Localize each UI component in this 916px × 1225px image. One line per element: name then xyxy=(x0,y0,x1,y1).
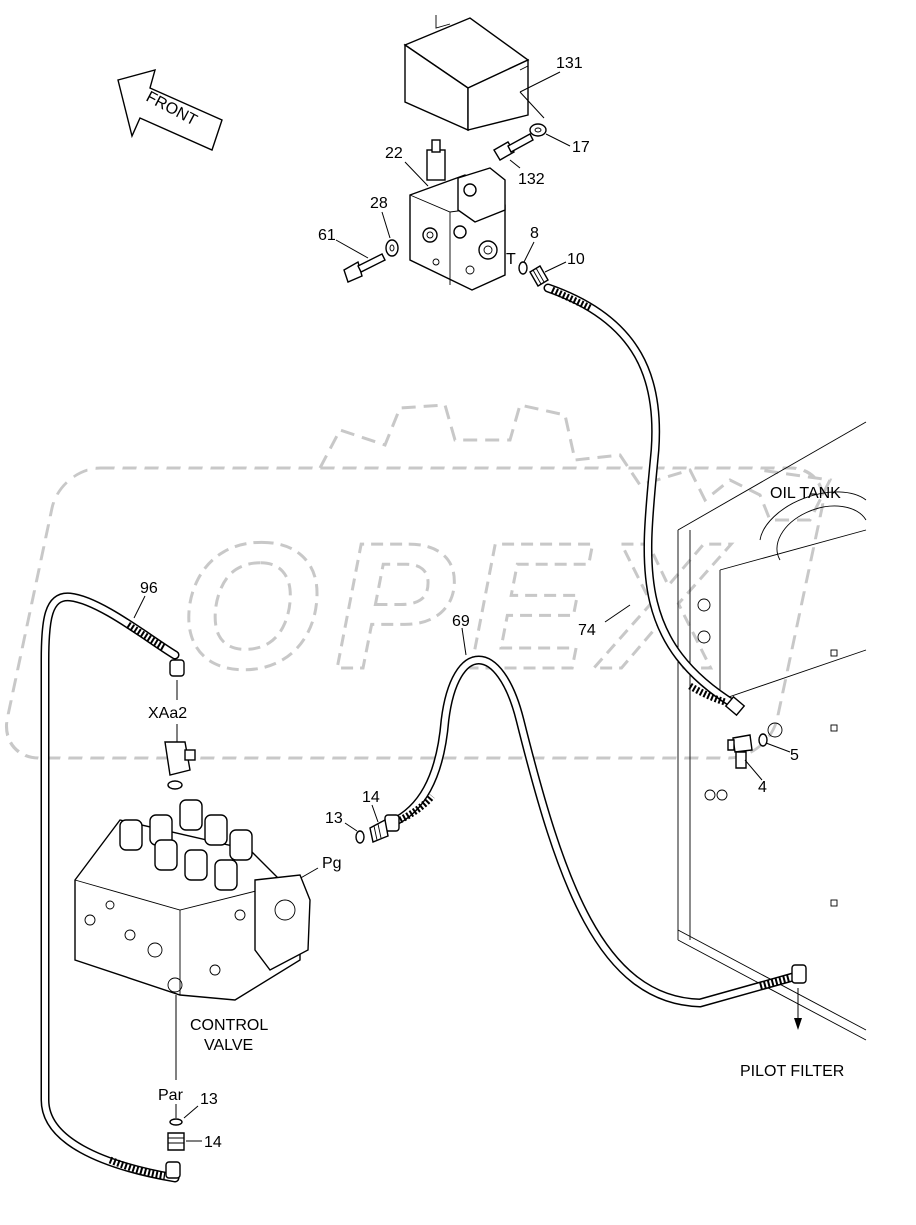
callout-10: 10 xyxy=(567,251,585,268)
washer-17 xyxy=(529,123,547,137)
oil-tank-label: OIL TANK xyxy=(770,485,841,502)
washer-28 xyxy=(385,239,399,257)
o-ring-5 xyxy=(758,733,768,747)
o-ring-13-par xyxy=(169,1118,183,1126)
control-valve-label-line2: VALVE xyxy=(204,1037,253,1054)
callout-8: 8 xyxy=(530,225,539,242)
accumulator-box-131 xyxy=(403,15,530,132)
watermark-plate xyxy=(4,466,825,760)
callout-96: 96 xyxy=(140,580,158,597)
o-ring-13-pg xyxy=(355,830,365,844)
fitting-14-par xyxy=(167,1132,185,1151)
port-pg-label: Pg xyxy=(322,855,342,872)
pilot-filter-arrow-icon xyxy=(794,1018,802,1030)
callout-4: 4 xyxy=(758,779,767,796)
port-par-label: Par xyxy=(158,1087,184,1104)
callout-61: 61 xyxy=(318,227,336,244)
control-valve-label-line1: CONTROL xyxy=(190,1017,268,1034)
watermark-text: OPEX xyxy=(180,506,736,707)
bolt-61 xyxy=(343,253,386,283)
callout-28: 28 xyxy=(370,195,388,212)
tee-fitting-4 xyxy=(727,734,753,769)
port-t-label: T xyxy=(506,251,516,268)
hose-69 xyxy=(384,655,807,1008)
callout-74: 74 xyxy=(578,622,596,639)
callout-14-par: 14 xyxy=(204,1134,222,1151)
o-ring-8 xyxy=(518,261,528,275)
watermark-gear-outline xyxy=(318,403,833,522)
front-direction-arrow: FRONT xyxy=(117,69,223,151)
callout-22: 22 xyxy=(385,145,403,162)
solenoid-valve-block-22 xyxy=(409,139,506,291)
fitting-14-pg xyxy=(369,818,389,843)
port-xaa2-label: XAa2 xyxy=(148,705,187,722)
callout-14-pg: 14 xyxy=(362,789,380,806)
callout-13-par: 13 xyxy=(200,1091,218,1108)
hose-74 xyxy=(543,283,746,717)
bolt-132 xyxy=(493,133,534,161)
callout-131: 131 xyxy=(556,55,583,72)
fitting-10 xyxy=(529,265,549,287)
adapter-xaa2 xyxy=(164,741,196,790)
callout-5: 5 xyxy=(790,747,799,764)
callout-132: 132 xyxy=(518,171,545,188)
watermark: OPEX xyxy=(4,403,833,760)
pilot-filter-label: PILOT FILTER xyxy=(740,1063,844,1080)
front-arrow-icon xyxy=(117,69,223,151)
callout-17: 17 xyxy=(572,139,590,156)
callout-69: 69 xyxy=(452,613,470,630)
control-valve xyxy=(74,799,311,1001)
callout-13-pg: 13 xyxy=(325,810,343,827)
hose-96 xyxy=(40,592,185,1183)
